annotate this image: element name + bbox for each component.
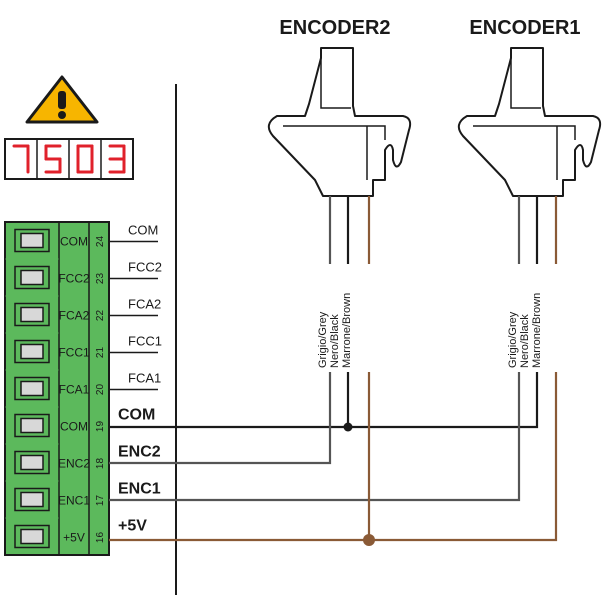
- warning-icon: [25, 75, 99, 124]
- encoder-title: ENCODER1: [469, 17, 580, 39]
- junction-dot: [343, 422, 353, 432]
- wire-label: FCC1: [128, 334, 162, 349]
- wire-label: +5V: [118, 518, 147, 535]
- terminal-number: 21: [95, 347, 106, 359]
- com-wire: [109, 372, 539, 429]
- terminal-number: 17: [95, 495, 106, 507]
- wire-color-label: Nero/Black: [329, 314, 341, 368]
- terminal: COM 24 COM: [14, 223, 158, 253]
- wire-label: COM: [128, 223, 158, 238]
- wire-color-label: Marrone/Brown: [531, 293, 543, 368]
- wire-color-label: Marrone/Brown: [341, 293, 353, 368]
- terminal-number: 16: [95, 532, 106, 544]
- terminal-number: 19: [95, 421, 106, 433]
- display-digit: [44, 144, 62, 174]
- wire-color-label: Grigio/Grey: [317, 311, 329, 368]
- terminal-label: FCA1: [59, 383, 90, 397]
- terminal: COM 19 COM: [5, 407, 155, 438]
- terminal-label: ENC2: [58, 457, 90, 471]
- terminal-number: 24: [95, 236, 106, 248]
- seven-segment-display: [4, 138, 134, 180]
- terminal-number: 22: [95, 310, 106, 322]
- wire-label: FCA2: [128, 297, 161, 312]
- enc1-wire: [109, 372, 521, 502]
- terminal: FCC1 21 FCC1: [5, 332, 162, 364]
- terminal-number: 23: [95, 273, 106, 285]
- terminal-label: FCA2: [59, 309, 90, 323]
- wire-label: COM: [118, 407, 155, 424]
- enc2-wire: [109, 372, 332, 465]
- terminal: +5V 16 +5V: [5, 518, 147, 549]
- junction-dot: [363, 534, 375, 546]
- terminal-number: 18: [95, 458, 106, 470]
- 5v-wire: [109, 372, 558, 542]
- terminal-label: FCC1: [58, 346, 90, 360]
- display-digit: [108, 144, 126, 174]
- wire-color-label: Grigio/Grey: [507, 311, 519, 368]
- terminal: FCC2 23 FCC2: [5, 258, 162, 290]
- terminal: ENC1 17 ENC1: [5, 481, 161, 512]
- terminal: ENC2 18 ENC2: [5, 444, 161, 475]
- wire-color-label: Nero/Black: [519, 314, 531, 368]
- wire-label: ENC1: [118, 481, 161, 498]
- terminal-label: ENC1: [58, 494, 90, 508]
- terminal-label: COM: [60, 235, 88, 249]
- terminal-label: FCC2: [58, 272, 90, 286]
- wire-label: FCA1: [128, 371, 161, 386]
- display-digit: [12, 144, 30, 174]
- encoder-title: ENCODER2: [279, 17, 390, 39]
- display-digit: [76, 144, 94, 174]
- wire-label: ENC2: [118, 444, 161, 461]
- terminal-label: COM: [60, 420, 88, 434]
- terminal-number: 20: [95, 384, 106, 396]
- wire-label: FCC2: [128, 260, 162, 275]
- terminal: FCA2 22 FCA2: [5, 295, 161, 327]
- terminal-label: +5V: [63, 531, 85, 545]
- terminal: FCA1 20 FCA1: [5, 369, 161, 401]
